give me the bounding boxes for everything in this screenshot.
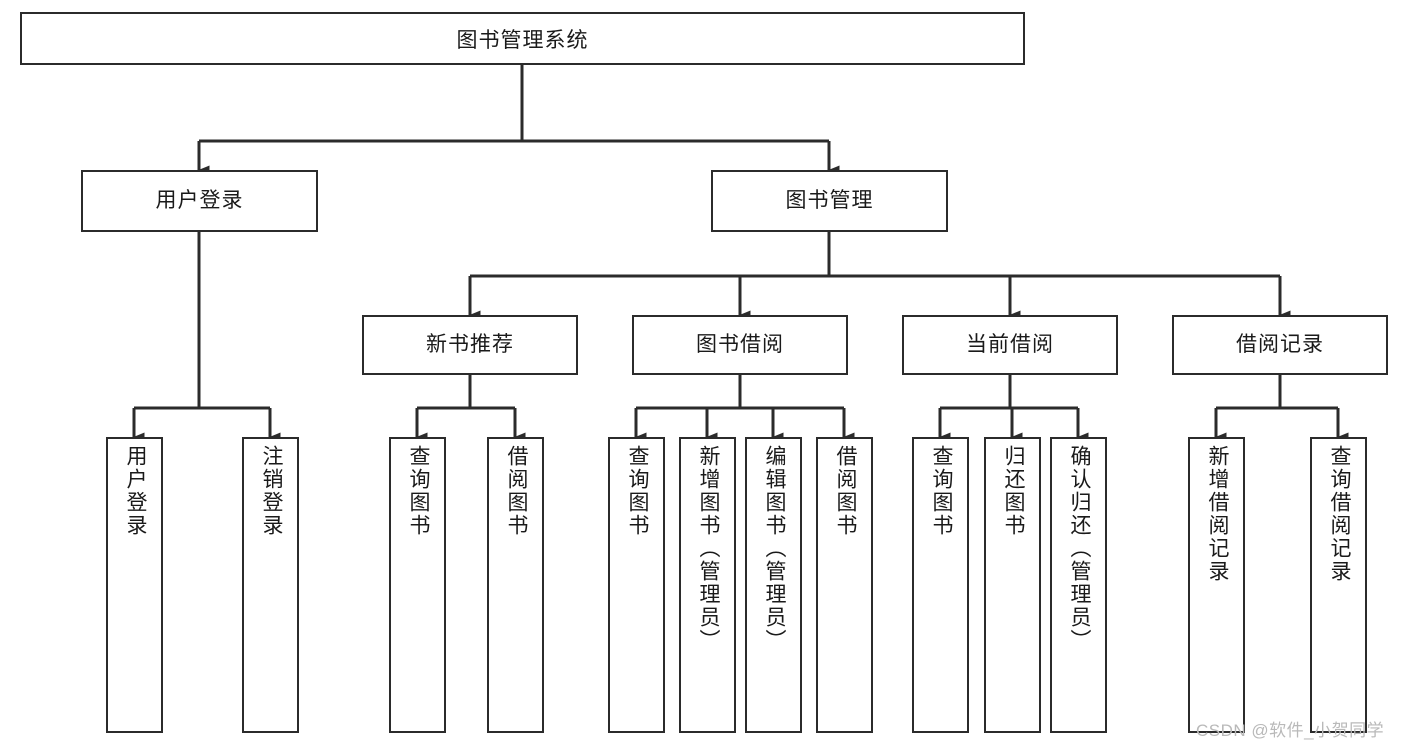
leaf-query-record[interactable]: 查询借阅记录	[1310, 437, 1367, 733]
node-book-borrow[interactable]: 图书借阅	[632, 315, 848, 375]
node-user-login[interactable]: 用户登录	[81, 170, 318, 232]
leaf-return-book-label: 归还图书	[1001, 445, 1025, 537]
leaf-user-login[interactable]: 用户登录	[106, 437, 163, 733]
leaf-query-book-borrow-label: 查询图书	[625, 445, 649, 537]
node-new-book-rec[interactable]: 新书推荐	[362, 315, 578, 375]
leaf-return-book[interactable]: 归还图书	[984, 437, 1041, 733]
leaf-query-book-rec[interactable]: 查询图书	[389, 437, 446, 733]
leaf-borrow-book-label: 借阅图书	[833, 445, 857, 537]
leaf-borrow-book[interactable]: 借阅图书	[816, 437, 873, 733]
node-book-manage[interactable]: 图书管理	[711, 170, 948, 232]
leaf-borrow-book-rec[interactable]: 借阅图书	[487, 437, 544, 733]
leaf-add-record-label: 新增借阅记录	[1205, 445, 1229, 583]
watermark: CSDN @软件_小贺同学	[1196, 721, 1385, 740]
node-book-borrow-label: 图书借阅	[696, 333, 784, 357]
leaf-edit-book[interactable]: 编辑图书（管理员）	[745, 437, 802, 733]
leaf-user-logout-label: 注销登录	[259, 445, 283, 537]
node-book-manage-label: 图书管理	[785, 189, 874, 213]
leaf-borrow-book-rec-label: 借阅图书	[504, 445, 528, 537]
leaf-add-book[interactable]: 新增图书（管理员）	[679, 437, 736, 733]
leaf-edit-book-label: 编辑图书（管理员）	[762, 445, 786, 652]
node-root[interactable]: 图书管理系统	[20, 12, 1025, 65]
node-new-book-rec-label: 新书推荐	[426, 333, 514, 357]
node-current-borrow[interactable]: 当前借阅	[902, 315, 1118, 375]
leaf-confirm-return[interactable]: 确认归还（管理员）	[1050, 437, 1107, 733]
leaf-add-record[interactable]: 新增借阅记录	[1188, 437, 1245, 733]
node-borrow-record[interactable]: 借阅记录	[1172, 315, 1388, 375]
leaf-query-book-cur-label: 查询图书	[929, 445, 953, 537]
leaf-user-login-label: 用户登录	[123, 445, 147, 537]
leaf-user-logout[interactable]: 注销登录	[242, 437, 299, 733]
leaf-query-record-label: 查询借阅记录	[1327, 445, 1351, 583]
leaf-query-book-cur[interactable]: 查询图书	[912, 437, 969, 733]
node-user-login-label: 用户登录	[155, 189, 244, 213]
leaf-confirm-return-label: 确认归还（管理员）	[1067, 445, 1091, 652]
node-root-label: 图书管理系统	[456, 28, 589, 52]
node-current-borrow-label: 当前借阅	[966, 333, 1054, 357]
leaf-query-book-borrow[interactable]: 查询图书	[608, 437, 665, 733]
leaf-query-book-rec-label: 查询图书	[406, 445, 430, 537]
node-borrow-record-label: 借阅记录	[1236, 333, 1324, 357]
leaf-add-book-label: 新增图书（管理员）	[696, 445, 720, 652]
